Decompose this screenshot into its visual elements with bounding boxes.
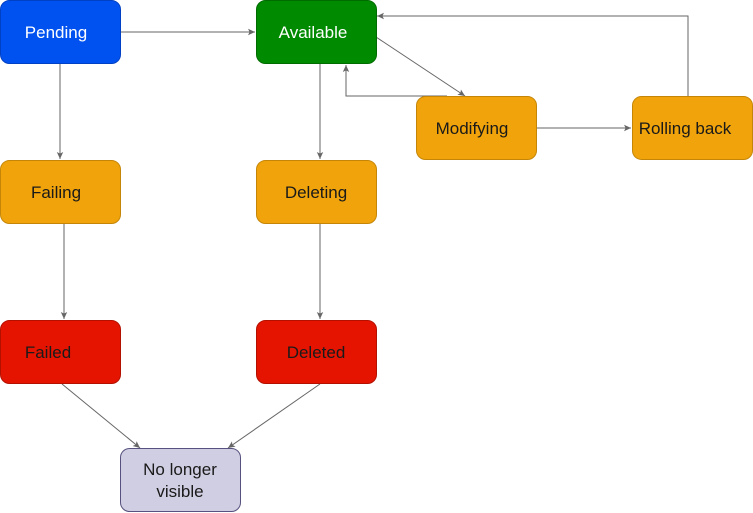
node-pending-box bbox=[0, 0, 121, 64]
node-deleting: Deleting bbox=[256, 160, 377, 224]
node-failed-label: Failed bbox=[25, 343, 71, 362]
node-deleted: Deleted bbox=[256, 320, 377, 384]
node-no-longer-visible-label-line2: visible bbox=[156, 482, 203, 501]
node-pending: Pending bbox=[0, 0, 121, 64]
node-failing-label: Failing bbox=[31, 183, 81, 202]
node-no-longer-visible: No longer visible bbox=[120, 448, 241, 512]
edge-available-to-modifying bbox=[375, 36, 466, 97]
edge-failed-to-no-longer-visible bbox=[61, 383, 141, 449]
node-deleted-box bbox=[256, 320, 377, 384]
node-deleting-label: Deleting bbox=[285, 183, 347, 202]
edge-deleted-to-no-longer-visible bbox=[227, 383, 321, 449]
edge-rolling-back-to-available bbox=[377, 12, 689, 96]
node-modifying-label: Modifying bbox=[436, 119, 509, 138]
node-no-longer-visible-box bbox=[120, 448, 241, 512]
node-available: Available bbox=[256, 0, 377, 64]
node-failing: Failing bbox=[0, 160, 121, 224]
edges bbox=[56, 12, 689, 449]
node-deleting-box bbox=[256, 160, 377, 224]
node-modifying-box bbox=[416, 96, 537, 160]
node-pending-label: Pending bbox=[25, 23, 87, 42]
node-failed-box bbox=[0, 320, 121, 384]
node-available-box bbox=[256, 0, 377, 64]
node-failed: Failed bbox=[0, 320, 121, 384]
node-failing-box bbox=[0, 160, 121, 224]
edge-modifying-to-available bbox=[342, 65, 447, 97]
node-available-label: Available bbox=[279, 23, 348, 42]
node-deleted-label: Deleted bbox=[287, 343, 346, 362]
node-rolling-back: Rolling back bbox=[632, 96, 753, 160]
node-modifying: Modifying bbox=[416, 96, 537, 160]
node-rolling-back-label: Rolling back bbox=[639, 119, 732, 138]
node-no-longer-visible-label-line1: No longer bbox=[143, 460, 217, 479]
